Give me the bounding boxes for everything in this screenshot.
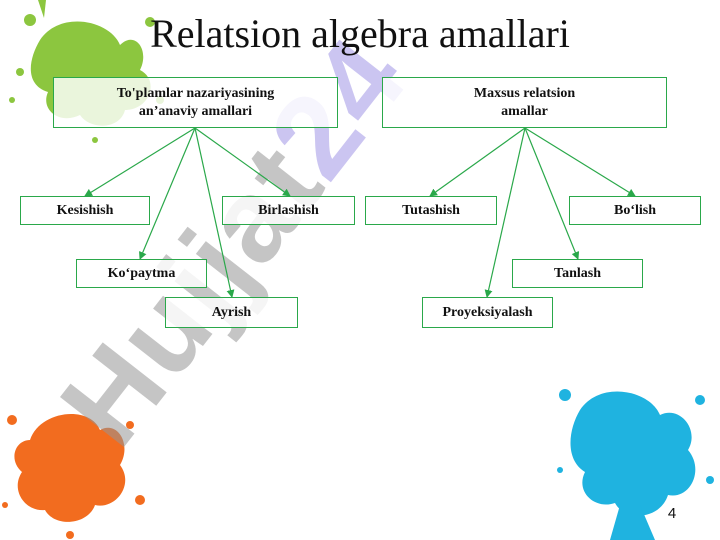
node-bolish: Bo‘lish <box>569 196 701 225</box>
node-tanlash: Tanlash <box>512 259 643 288</box>
group-label-line1: To'plamlar nazariyasining <box>116 85 275 101</box>
slide-title: Relatsion algebra amallari <box>150 11 570 56</box>
orange-splash-icon <box>2 413 145 539</box>
group-box-set-theory: To'plamlar nazariyasining an’anaviy amal… <box>53 77 338 128</box>
group-box-special-relational: Maxsus relatsion amallar <box>382 77 667 128</box>
node-kesishish: Kesishish <box>20 196 150 225</box>
node-kopaytma: Ko‘paytma <box>76 259 207 288</box>
node-birlashish: Birlashish <box>222 196 355 225</box>
page-number: 4 <box>667 505 677 522</box>
node-tutashish: Tutashish <box>365 196 497 225</box>
node-proyeksiyalash: Proyeksiyalash <box>422 297 553 328</box>
cyan-splash-icon <box>557 389 714 540</box>
node-ayrish: Ayrish <box>165 297 298 328</box>
group-label-line2: amallar <box>501 103 548 119</box>
group-label-line2: an’anaviy amallari <box>138 103 253 119</box>
group-label-line1: Maxsus relatsion <box>473 85 576 101</box>
